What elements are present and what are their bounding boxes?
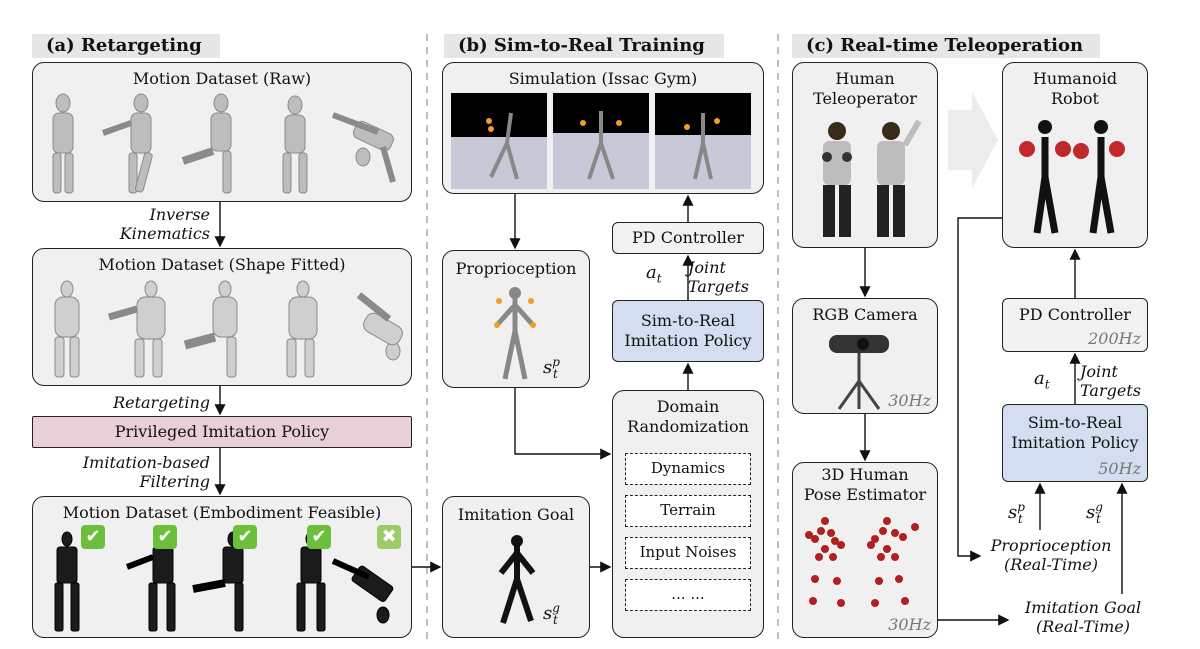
real-pd-controller-label: PD Controller (1019, 305, 1131, 324)
domain-randomization-box: Domain Randomization Dynamics Terrain In… (612, 390, 764, 638)
dr-item-terrain: Terrain (625, 495, 751, 527)
raw-mannequins (52, 93, 396, 194)
real-goal-symbol: sgt (1086, 500, 1103, 526)
simulation-title: Simulation (Issac Gym) (508, 69, 698, 88)
real-pd-controller-rate: 200Hz (1088, 329, 1141, 348)
sim-pd-controller-label: PD Controller (632, 228, 744, 247)
rgb-camera-box: RGB Camera 30Hz (792, 298, 938, 414)
proprioception-title: Proprioception (455, 259, 577, 278)
raw-dataset-title: Motion Dataset (Raw) (132, 69, 312, 88)
goal-realtime-label: Imitation Goal (Real-Time) (1024, 598, 1142, 636)
simulation-frames (451, 93, 751, 189)
dr-item-more: ... ... (625, 579, 751, 611)
sim-policy-label: Sim-to-Real Imitation Policy (624, 311, 752, 350)
domain-randomization-title: Domain Randomization (627, 397, 749, 436)
sim-pd-controller-box: PD Controller (612, 222, 764, 254)
camera-icon (829, 335, 889, 410)
rgb-camera-title: RGB Camera (812, 305, 918, 324)
filtering-label: Imitation-based Filtering (82, 453, 210, 491)
proprio-realtime-label: Proprioception (Real-Time) (990, 536, 1112, 574)
cross-icon: ✖ (377, 525, 401, 549)
sim-action-symbol: at (646, 262, 662, 286)
real-policy-label: Sim-to-Real Imitation Policy (1011, 413, 1139, 452)
feasible-robots (54, 531, 394, 632)
feasible-dataset-box: Motion Dataset (Embodiment Feasible) ✔ ✔… (32, 496, 412, 638)
camera-rate: 30Hz (888, 391, 931, 410)
check-icon: ✔ (307, 525, 331, 549)
dr-item-input-noises: Input Noises (625, 537, 751, 569)
real-policy-box: Sim-to-Real Imitation Policy 50Hz (1002, 404, 1148, 482)
pose-estimator-box: 3D Human Pose Estimator 30Hz (792, 462, 938, 638)
privileged-policy-label: Privileged Imitation Policy (114, 422, 330, 441)
raw-dataset-box: Motion Dataset (Raw) (32, 62, 412, 202)
robot-figures (1019, 120, 1125, 234)
real-action-symbol: at (1034, 368, 1050, 392)
pose-points (805, 517, 919, 607)
feasible-dataset-title: Motion Dataset (Embodiment Feasible) (62, 503, 382, 522)
shape-mannequins (54, 280, 403, 378)
section-title-training: (b) Sim-to-Real Training (444, 34, 724, 58)
human-teleoperator-title: Human Teleoperator (813, 69, 917, 108)
real-policy-rate: 50Hz (1098, 459, 1141, 478)
real-proprio-symbol: spt (1008, 500, 1025, 526)
real-joint-targets-label: Joint Targets (1080, 362, 1141, 400)
simulation-box: Simulation (Issac Gym) (442, 62, 764, 194)
imitation-goal-robot (498, 535, 536, 624)
retargeting-label: Retargeting (113, 393, 210, 412)
sim-joint-targets-label: Joint Targets (688, 258, 749, 296)
humanoid-robot-title: Humanoid Robot (1032, 69, 1118, 108)
check-icon: ✔ (233, 525, 257, 549)
check-icon: ✔ (81, 525, 105, 549)
section-title-teleop: (c) Real-time Teleoperation (792, 34, 1100, 58)
dr-item-dynamics: Dynamics (625, 453, 751, 485)
pose-estimator-title: 3D Human Pose Estimator (803, 465, 927, 504)
human-figures (822, 119, 922, 237)
imitation-goal-box: Imitation Goal sgt (442, 496, 590, 638)
ik-label: Inverse Kinematics (119, 205, 210, 243)
proprioception-box: Proprioception spt (442, 250, 590, 388)
shape-fitted-title: Motion Dataset (Shape Fitted) (98, 255, 346, 274)
proprio-state-symbol: spt (543, 355, 560, 381)
imitation-goal-title: Imitation Goal (457, 505, 575, 524)
pose-estimator-rate: 30Hz (888, 615, 931, 634)
goal-state-symbol: sgt (543, 601, 560, 627)
section-title-retargeting: (a) Retargeting (32, 34, 220, 58)
check-icon: ✔ (153, 525, 177, 549)
proprioception-robot (494, 287, 536, 380)
privileged-policy-box: Privileged Imitation Policy (32, 416, 412, 448)
shape-fitted-box: Motion Dataset (Shape Fitted) (32, 248, 412, 386)
human-teleoperator-box: Human Teleoperator (792, 62, 938, 248)
real-pd-controller-box: PD Controller 200Hz (1002, 298, 1148, 352)
sim-policy-box: Sim-to-Real Imitation Policy (612, 300, 764, 362)
humanoid-robot-box: Humanoid Robot (1002, 62, 1148, 248)
